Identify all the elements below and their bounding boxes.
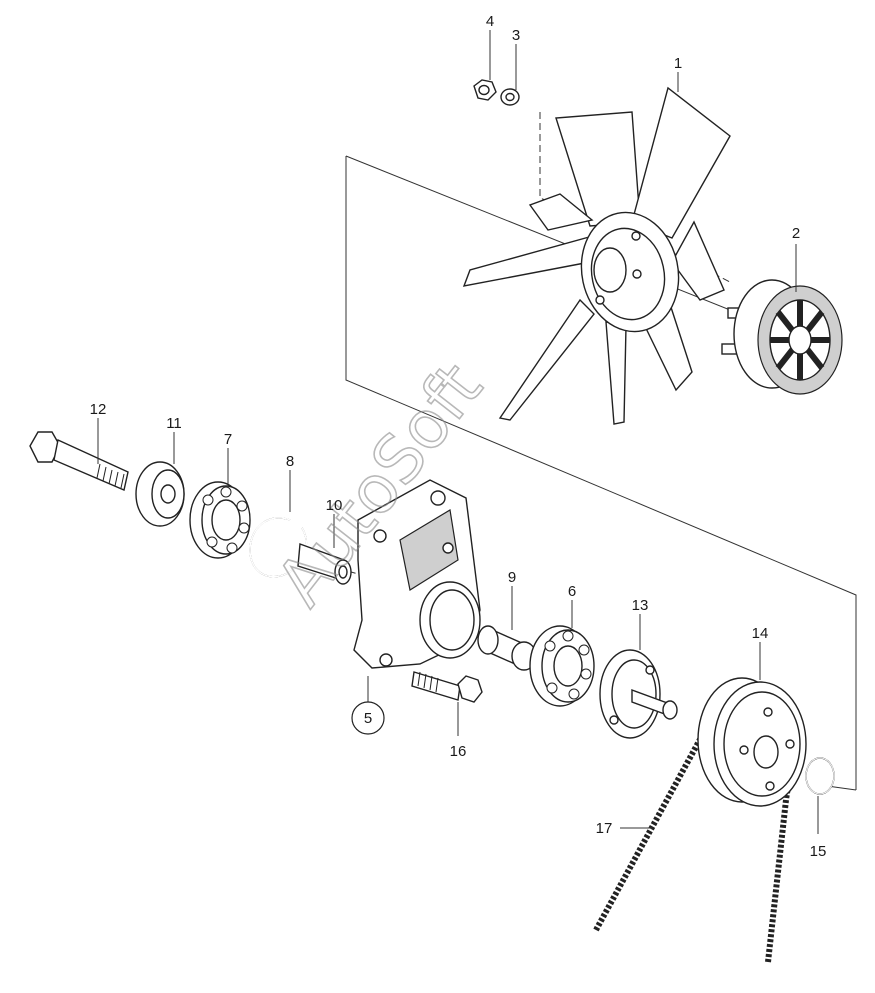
bracket-mount-hole bbox=[442, 542, 454, 554]
bracket-mount-hole bbox=[373, 529, 387, 543]
idler-bracket-housing bbox=[353, 479, 481, 669]
hex-nut bbox=[473, 79, 497, 101]
snap-ring bbox=[805, 757, 835, 795]
fan-blade-back bbox=[528, 193, 594, 231]
pulley-hub-flange bbox=[599, 649, 678, 739]
viscous-fan-clutch bbox=[721, 279, 843, 395]
ball-bearing-rear bbox=[189, 481, 251, 559]
pulley-bolt-hole bbox=[765, 781, 775, 791]
callout-8: 8 bbox=[286, 453, 294, 470]
fan-bolt-hole bbox=[595, 295, 605, 305]
callout-15: 15 bbox=[810, 843, 827, 860]
pulley-bolt-hole bbox=[763, 707, 773, 717]
fan-bolt-hole bbox=[632, 269, 642, 279]
fan-blade-assembly bbox=[462, 86, 731, 425]
callout-11: 11 bbox=[166, 415, 182, 432]
callout-12: 12 bbox=[90, 401, 107, 418]
lock-washer bbox=[500, 88, 520, 106]
callout-13: 13 bbox=[632, 597, 649, 614]
bracket-bolt bbox=[411, 671, 483, 703]
callout-5: 5 bbox=[364, 710, 372, 727]
spacer-tube bbox=[297, 543, 352, 585]
pulley-center-bore bbox=[753, 735, 779, 769]
callout-5-circle bbox=[351, 701, 385, 735]
fan-blade-bottom bbox=[605, 321, 627, 425]
bracket-mount-hole bbox=[379, 653, 393, 667]
callout-14: 14 bbox=[752, 625, 769, 642]
callout-16: 16 bbox=[450, 743, 467, 760]
fan-blade-upper-right bbox=[631, 86, 731, 239]
ball-bearing-front bbox=[529, 625, 595, 707]
callout-9: 9 bbox=[508, 569, 516, 586]
bearing-sleeve bbox=[477, 625, 537, 671]
fan-center-hole bbox=[593, 247, 627, 293]
bearing-balls bbox=[202, 486, 250, 554]
fan-blade-right bbox=[671, 220, 725, 301]
bearing-balls bbox=[544, 630, 592, 700]
v-belt-pulley bbox=[697, 677, 807, 807]
fan-blade-left bbox=[462, 232, 602, 287]
bolt-shank bbox=[53, 438, 129, 491]
callout-17: 17 bbox=[596, 820, 613, 837]
callout-10: 10 bbox=[326, 497, 343, 514]
bolt-thread bbox=[96, 463, 125, 489]
bracket-mount-hole bbox=[430, 490, 446, 506]
callout-7: 7 bbox=[224, 431, 232, 448]
callout-6: 6 bbox=[568, 583, 576, 600]
fan-blade-lower-left bbox=[498, 298, 595, 421]
callout-labels: 1 2 3 4 5 6 7 8 9 10 11 12 13 14 15 16 1… bbox=[90, 13, 827, 860]
bracket-bore-inner bbox=[429, 589, 475, 651]
pulley-bolt-hole bbox=[785, 739, 795, 749]
idler-spacer-washer bbox=[135, 461, 185, 527]
clutch-center-boss bbox=[788, 325, 812, 355]
callout-4: 4 bbox=[486, 13, 494, 30]
long-bolt bbox=[29, 431, 129, 491]
bracket-web bbox=[399, 509, 459, 591]
fan-bolt-hole bbox=[631, 231, 641, 241]
callout-3: 3 bbox=[512, 27, 520, 44]
pulley-bolt-hole bbox=[739, 745, 749, 755]
callout-leader-lines bbox=[97, 30, 819, 834]
callout-1: 1 bbox=[674, 55, 682, 72]
callout-2: 2 bbox=[792, 225, 800, 242]
